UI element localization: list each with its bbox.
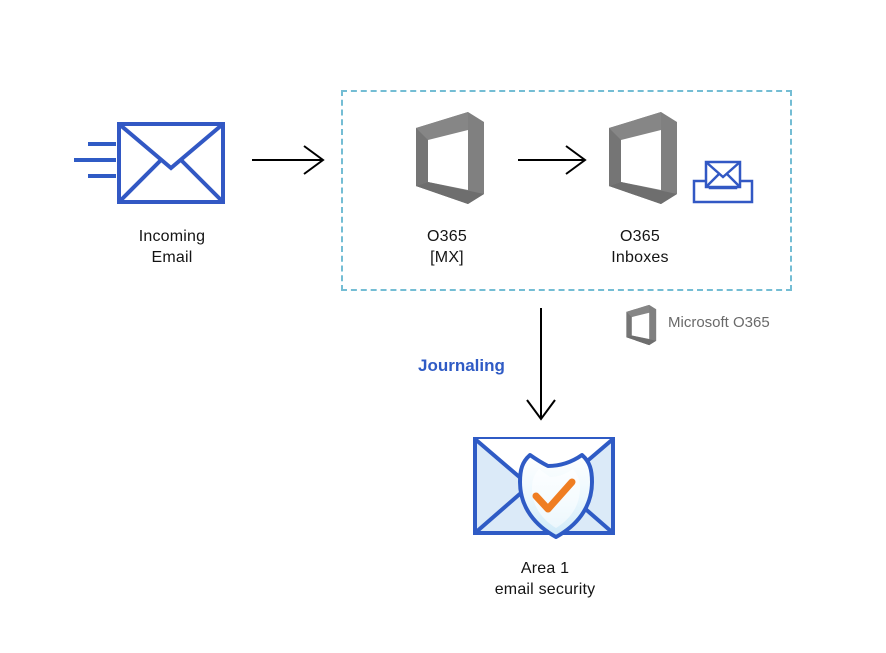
- office-365-logo-icon: [406, 110, 488, 206]
- edge-mx-to-inboxes: [518, 144, 590, 176]
- envelope-icon: [117, 122, 225, 204]
- shielded-envelope-icon: [472, 436, 632, 546]
- inbox-tray-envelope-icon: [692, 160, 754, 204]
- legend-office-365-logo-icon: [622, 304, 658, 346]
- microsoft-o365-zone: [341, 90, 792, 291]
- o365-inboxes-label: O365 Inboxes: [611, 228, 669, 266]
- area1-email-security-label: Area 1 email security: [494, 560, 596, 598]
- legend-label: Microsoft O365: [668, 314, 770, 331]
- journaling-label: Journaling: [418, 356, 505, 375]
- o365-mx-label: O365 [MX]: [427, 228, 467, 266]
- edge-incoming-to-mx: [252, 144, 328, 176]
- motion-lines-icon: [74, 138, 124, 186]
- office-365-logo-icon: [599, 110, 681, 206]
- incoming-email-label: Incoming Email: [138, 228, 206, 266]
- edge-inboxes-to-area1: [522, 308, 562, 424]
